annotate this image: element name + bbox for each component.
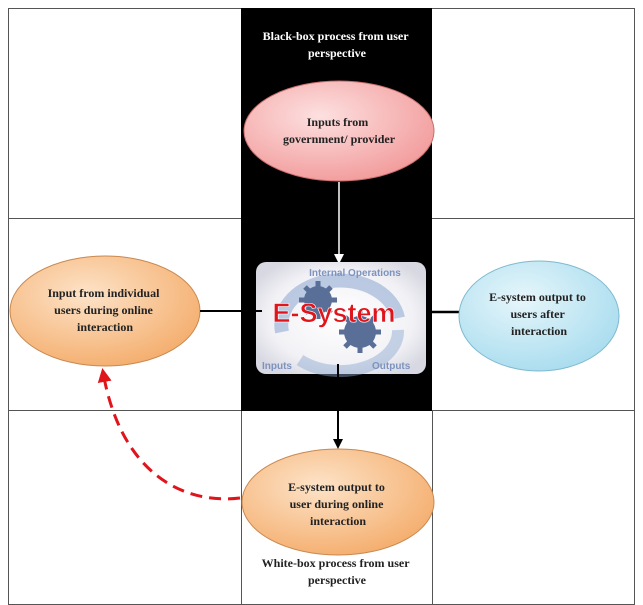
output-during-node: E-system output to user during online in…	[241, 448, 435, 556]
e-system-core: Internal Operations Inputs Outputs E-Sys…	[256, 262, 426, 378]
black-box-caption: Black-box process from user perspective	[263, 29, 412, 60]
white-box-caption: White-box process from user perspective	[262, 556, 413, 587]
core-ring-label-operations: Internal Operations	[309, 268, 401, 279]
gear-icon	[299, 281, 337, 319]
core-ring-label-inputs: Inputs	[262, 361, 292, 372]
user-input-label: Input from individual users during onlin…	[48, 286, 163, 334]
core-ring	[274, 273, 405, 334]
gov-input-node: Inputs from government/ provider	[243, 80, 435, 182]
gov-input-label: Inputs from government/ provider	[283, 115, 396, 146]
core-title: E-System	[272, 298, 395, 328]
core-ring-label-outputs: Outputs	[372, 361, 411, 372]
output-after-label: E-system output to users after interacti…	[489, 290, 589, 338]
user-input-node: Input from individual users during onlin…	[9, 255, 201, 367]
feedback-arrow	[97, 368, 241, 501]
core-ring-lower	[296, 329, 404, 378]
output-during-label: E-system output to user during online in…	[288, 480, 388, 528]
output-after-node: E-system output to users after interacti…	[458, 260, 620, 372]
gear-icon-secondary	[339, 311, 381, 353]
